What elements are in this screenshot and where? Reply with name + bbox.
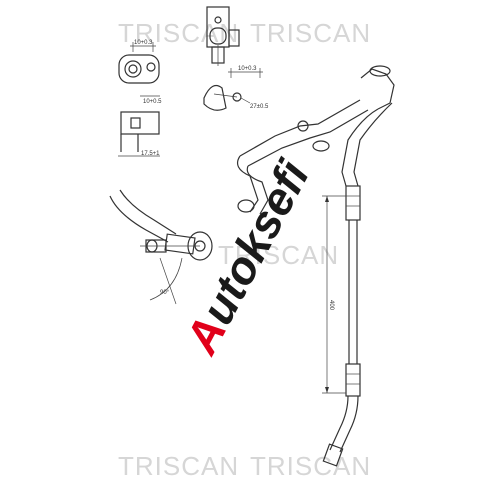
- detail-fitting-section: 10+0.3 27±0.5: [203, 66, 269, 111]
- detail-cross-section: 10+0.5 17.5+1: [118, 95, 162, 157]
- svg-text:Autoksefi: Autoksefi: [174, 151, 319, 362]
- left-hose-end: 90°: [109, 189, 213, 305]
- detail-banjo-side: [206, 6, 240, 66]
- logo-rest: utoksefi: [190, 151, 319, 332]
- length-dimension: 400: [322, 195, 346, 394]
- detail-top-fitting: 10+0.3: [118, 40, 160, 84]
- dim-fitting-a: 10+0.3: [238, 66, 257, 72]
- dim-top-detail: 10+0.3: [134, 40, 153, 46]
- watermark-bottom-left: TRISCAN: [118, 451, 240, 481]
- dim-fitting-b: 27±0.5: [250, 104, 269, 110]
- watermark-bottom-right: TRISCAN: [250, 451, 372, 481]
- dim-cross-bottom: 17.5+1: [141, 151, 160, 157]
- main-brake-hose: [237, 65, 395, 467]
- dim-cross-top: 10+0.5: [143, 99, 162, 105]
- dim-length: 400: [328, 300, 334, 311]
- watermark-middle: TRISCAN: [218, 240, 340, 270]
- watermark-top-right: TRISCAN: [250, 18, 372, 48]
- dim-angle: 90°: [160, 290, 170, 296]
- autoksefi-logo: Autoksefi: [174, 151, 319, 362]
